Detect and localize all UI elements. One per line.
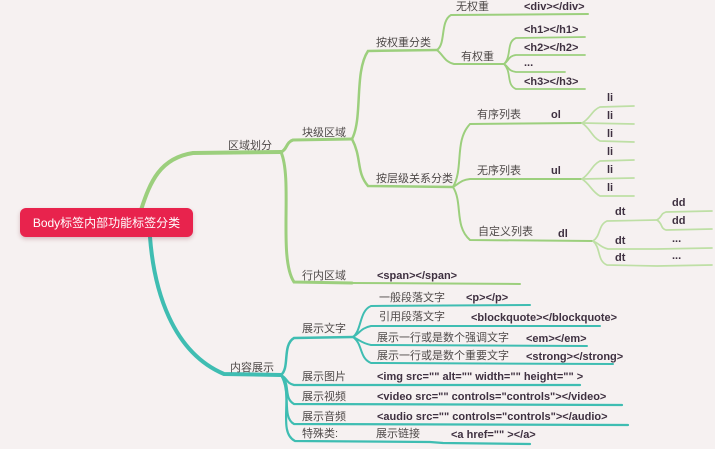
edge-region-inline [279,150,354,285]
tag-h-ellipsis[interactable]: ... [524,57,534,69]
tag-em[interactable]: <em></em> [526,333,587,345]
node-special-class[interactable]: 特殊类: [302,428,339,440]
edge-region-block [279,137,354,154]
edge-block-byhierarchy [350,137,455,189]
edge-noweight-div [436,13,589,51]
tag-dl[interactable]: dl [558,228,568,240]
edge-dl-dt2-dots [592,240,713,250]
node-video-display[interactable]: 展示视频 [302,391,346,403]
node-important-text[interactable]: 展示一行或是数个重要文字 [377,350,509,362]
node-link-display[interactable]: 展示链接 [376,428,420,440]
tag-span[interactable]: <span></span> [377,270,458,282]
edge-ol-li1 [581,105,635,124]
edge-ul-li2 [581,177,635,180]
tag-div[interactable]: <div></div> [524,1,585,13]
tag-ol-li1[interactable]: li [607,92,614,104]
edge-root-region [139,150,283,212]
tag-dt2-ellipsis[interactable]: ... [672,233,682,245]
node-no-weight[interactable]: 无权重 [456,1,489,13]
tag-audio[interactable]: <audio src="" controls="controls"></audi… [377,411,608,423]
node-ordered-list[interactable]: 有序列表 [477,109,521,121]
edge-ordered-ol [452,122,583,188]
node-emphasis-text[interactable]: 展示一行或是数个强调文字 [377,332,509,344]
edge-block-byweight [350,48,439,141]
tag-dt3[interactable]: dt [615,252,626,264]
green-edges [139,13,594,285]
tag-ul[interactable]: ul [551,165,561,177]
edge-dl-dt1 [592,219,658,242]
tag-dd1[interactable]: dd [672,197,686,209]
tag-strong[interactable]: <strong></strong> [526,351,624,363]
edge-withweight [436,49,505,65]
node-custom-list[interactable]: 自定义列表 [478,226,533,238]
edge-inline-span [351,282,521,285]
node-inline-area[interactable]: 行内区域 [302,270,346,282]
tag-dt3-ellipsis[interactable]: ... [672,250,682,262]
tag-h3[interactable]: <h3></h3> [524,76,579,88]
edge-ol-li3 [581,122,635,143]
edge-custom-dl [452,186,594,242]
node-unordered-list[interactable]: 无序列表 [477,165,521,177]
tag-img[interactable]: <img src="" alt="" width="" height="" > [377,371,584,383]
node-content-display[interactable]: 内容展示 [230,362,274,374]
tag-dd2[interactable]: dd [672,215,686,227]
edge-hdots [503,63,566,73]
edge-dl-dt3-dots [592,240,713,267]
node-by-weight[interactable]: 按权重分类 [376,37,431,49]
edge-h2 [503,54,586,65]
tag-ol-li2[interactable]: li [607,110,614,122]
node-region-division[interactable]: 区域划分 [228,140,272,152]
tag-h2[interactable]: <h2></h2> [524,42,579,54]
tag-ul-li1[interactable]: li [607,146,614,158]
edge-ol-li2 [581,122,635,125]
tag-a[interactable]: <a href="" ></a> [451,429,536,441]
node-with-weight[interactable]: 有权重 [461,51,494,63]
tag-blockquote[interactable]: <blockquote></blockquote> [471,312,618,324]
edge-text-strong [352,336,614,365]
tag-p[interactable]: <p></p> [466,292,509,304]
node-block-area[interactable]: 块级区域 [302,127,346,139]
node-by-hierarchy[interactable]: 按层级关系分类 [376,173,453,185]
tag-dt1[interactable]: dt [615,206,626,218]
edge-ul-li1 [581,159,635,180]
edge-unordered-ul [452,178,583,188]
tag-h1[interactable]: <h1></h1> [524,24,579,36]
edge-text-blockquote [352,325,601,338]
node-paragraph-text[interactable]: 一般段落文字 [379,292,445,304]
tag-ul-li2[interactable]: li [607,164,614,176]
root-node[interactable]: Body标签内部功能标签分类 [20,208,193,237]
node-text-display[interactable]: 展示文字 [302,323,346,335]
edge-content-text [279,335,355,377]
edge-root-content [148,235,283,377]
tag-ol[interactable]: ol [551,109,561,121]
edge-h3 [503,63,586,90]
edge-content-special-a [279,373,532,446]
tag-video[interactable]: <video src="" controls="controls"></vide… [377,391,607,403]
edge-ul-li3 [581,178,635,197]
tag-ul-li3[interactable]: li [607,182,614,194]
green-leaf-edges [581,105,713,267]
edge-dt1-dd2 [656,219,713,231]
node-quote-text[interactable]: 引用段落文字 [379,311,445,323]
edge-dt1-dd1 [656,210,713,221]
tag-ol-li3[interactable]: li [607,128,614,140]
node-audio-display[interactable]: 展示音频 [302,411,346,423]
node-image-display[interactable]: 展示图片 [302,371,346,383]
tag-dt2[interactable]: dt [615,235,626,247]
teal-edges [148,235,630,446]
